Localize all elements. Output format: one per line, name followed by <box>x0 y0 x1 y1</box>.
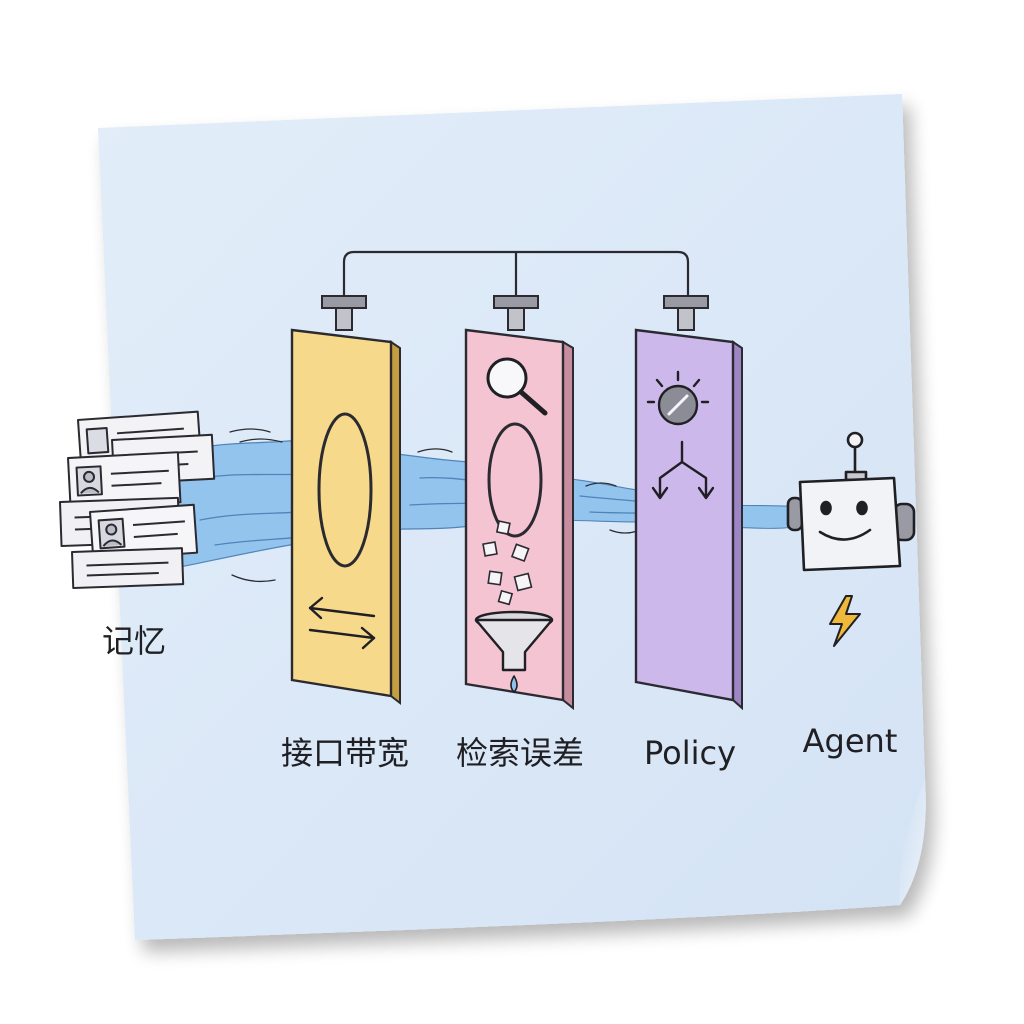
branch-arrows-icon <box>651 440 715 500</box>
robot-head-icon <box>786 431 916 572</box>
label-policy: Policy <box>644 734 736 772</box>
label-memory: 记忆 <box>102 622 166 660</box>
dial-knob-icon <box>646 370 710 426</box>
retrieval-aperture <box>487 422 543 538</box>
magnifier-icon <box>486 357 548 416</box>
label-agent: Agent <box>803 722 898 760</box>
bandwidth-aperture <box>317 412 373 568</box>
label-retrieval-error: 检索误差 <box>456 734 584 772</box>
panel-retrieval-error <box>464 328 574 711</box>
sticky-note-curl <box>899 780 926 905</box>
lightning-icon <box>829 595 861 647</box>
label-interface-bandwidth: 接口带宽 <box>281 734 409 772</box>
valve-knob-3 <box>663 295 709 331</box>
funnel-icon <box>474 610 554 693</box>
falling-fragments <box>482 520 533 606</box>
panel-interface-bandwidth <box>290 328 401 706</box>
valve-knob-2 <box>493 295 539 331</box>
stacked-profile-cards-icon <box>59 410 216 589</box>
valve-knobs <box>321 295 709 331</box>
panel-policy <box>634 328 743 711</box>
valve-knob-1 <box>321 295 367 331</box>
double-arrow-icon <box>308 596 376 650</box>
control-wires <box>342 250 690 298</box>
